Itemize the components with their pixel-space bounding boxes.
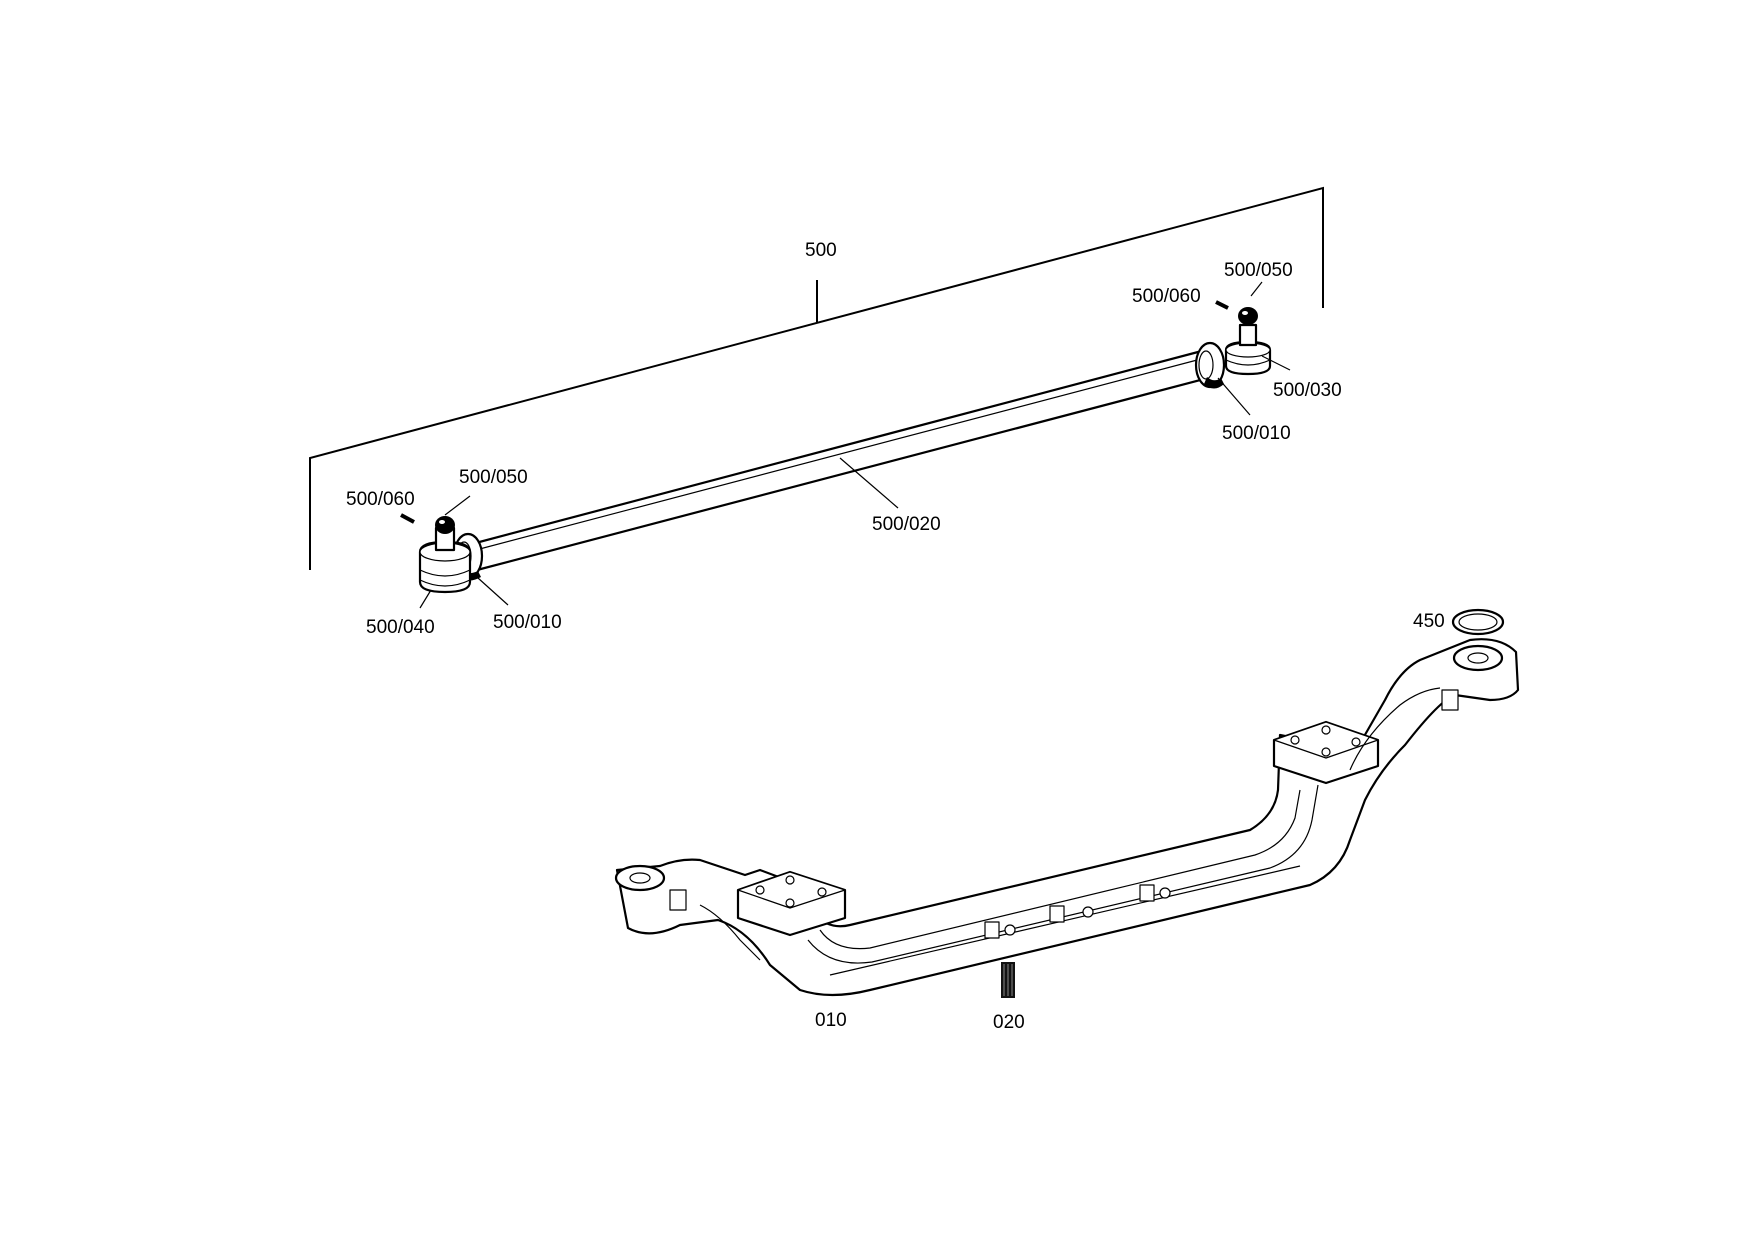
callout-labels: 500 500/050 500/060 500/030 500/010 500/… xyxy=(346,240,1445,1033)
axle-beam-010 xyxy=(614,638,1520,997)
right-pin-500-060 xyxy=(1215,300,1229,310)
data-plate-020 xyxy=(1001,962,1015,998)
label-500-020: 500/020 xyxy=(872,514,941,535)
label-left-500-060: 500/060 xyxy=(346,489,415,510)
label-left-500-010: 500/010 xyxy=(493,612,562,633)
label-right-500-060: 500/060 xyxy=(1132,286,1201,307)
right-stud-500-050 xyxy=(1238,307,1258,325)
right-ball-joint-500-030 xyxy=(1224,323,1272,376)
label-020: 020 xyxy=(993,1012,1025,1033)
tie-rod-tube xyxy=(466,350,1210,572)
label-right-500-050: 500/050 xyxy=(1224,260,1293,281)
left-ball-joint-500-040 xyxy=(418,526,472,594)
left-stud-500-050 xyxy=(435,516,455,534)
label-left-500-050: 500/050 xyxy=(459,467,528,488)
left-pin-500-060 xyxy=(400,513,415,524)
label-left-500-040: 500/040 xyxy=(366,617,435,638)
label-450: 450 xyxy=(1413,611,1445,632)
right-clamp-500-010 xyxy=(1194,341,1226,389)
label-right-500-030: 500/030 xyxy=(1273,380,1342,401)
label-500: 500 xyxy=(805,240,837,261)
assembly-bracket-500 xyxy=(309,186,1324,570)
leader-lines xyxy=(419,281,1291,609)
o-ring-450 xyxy=(1451,608,1505,636)
label-010: 010 xyxy=(815,1010,847,1031)
label-right-500-010: 500/010 xyxy=(1222,423,1291,444)
